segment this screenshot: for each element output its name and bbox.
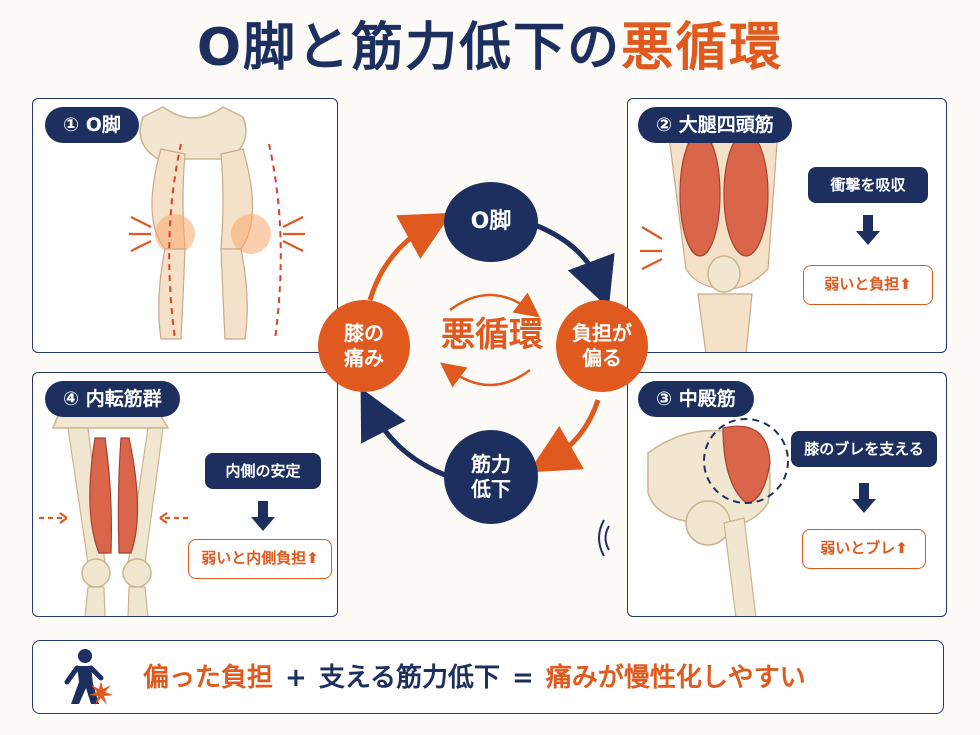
panel-label-o-legs: ① O脚 bbox=[45, 107, 139, 143]
panel-adductors: ④ 内転筋群 内側の安定 弱いと内側負担⬆ bbox=[32, 372, 338, 617]
panel-label-quadriceps: ② 大腿四頭筋 bbox=[638, 107, 792, 143]
callout-support-knee: 膝のブレを支える bbox=[791, 431, 937, 467]
left-shin bbox=[158, 248, 186, 340]
left-pressure-arrows bbox=[129, 216, 152, 252]
pelvis-bone bbox=[139, 106, 247, 160]
cycle-node-knee-pain: 膝の 痛み bbox=[318, 300, 410, 392]
knee-pain-burst-icon bbox=[89, 681, 113, 705]
panel-label-gluteus-medius: ③ 中殿筋 bbox=[638, 381, 754, 417]
quadriceps-muscle-right bbox=[723, 131, 769, 257]
title-accent: 悪循環 bbox=[621, 18, 784, 78]
cycle-node-muscle-decline: 筋力 低下 bbox=[444, 430, 538, 524]
formula-result: 痛みが慢性化しやすい bbox=[545, 663, 806, 693]
callout-shock-absorb: 衝撃を吸収 bbox=[808, 167, 928, 203]
gluteus-medius-muscle bbox=[722, 425, 771, 504]
cycle-arrow-icon bbox=[360, 387, 446, 478]
right-pressure-arrows bbox=[282, 216, 305, 252]
wobble-marks-icon bbox=[598, 519, 610, 557]
kneecap bbox=[707, 255, 741, 293]
result-weak-burden: 弱いと負担⬆ bbox=[803, 265, 933, 305]
panel-gluteus-medius: ③ 中殿筋 膝のブレを支える 弱いとブレ⬆ bbox=[627, 372, 947, 617]
lower-leg bbox=[697, 293, 753, 352]
cycle-arrows bbox=[360, 212, 615, 478]
femur bbox=[723, 517, 757, 616]
cycle-node-o-legs: O脚 bbox=[444, 182, 538, 262]
cycle-center-label: 悪循環 bbox=[441, 315, 543, 355]
down-arrow-icon bbox=[856, 215, 880, 245]
cycle-arrow-icon bbox=[528, 399, 601, 473]
cycle-node-uneven-load: 負担が 偏る bbox=[556, 300, 648, 392]
callout-inner-stability: 内側の安定 bbox=[205, 453, 321, 489]
right-alignment-line bbox=[268, 143, 282, 340]
right-shin bbox=[220, 248, 248, 340]
panel-label-adductors: ④ 内転筋群 bbox=[45, 381, 180, 417]
formula-equals: = bbox=[512, 663, 534, 693]
right-knee-glow bbox=[231, 214, 271, 254]
formula-term-muscle-decline: 支える筋力低下 bbox=[318, 663, 501, 693]
result-weak-wobble: 弱いとブレ⬆ bbox=[802, 529, 926, 569]
o-legs-illustration bbox=[129, 106, 305, 340]
left-alignment-line bbox=[168, 143, 182, 340]
result-weak-inner-burden: 弱いと内側負担⬆ bbox=[188, 539, 332, 579]
walking-person-icon bbox=[64, 649, 104, 704]
page-title: O脚と筋力低下の悪循環 bbox=[0, 8, 980, 88]
right-knee bbox=[122, 558, 152, 588]
down-arrow-icon bbox=[251, 501, 275, 531]
summary-bar: 偏った負担 + 支える筋力低下 = 痛みが慢性化しやすい bbox=[32, 640, 944, 714]
panel-o-legs: ① O脚 bbox=[32, 98, 338, 353]
left-shin bbox=[84, 586, 106, 616]
panel-quadriceps: ② 大腿四頭筋 衝撃を吸収 弱いと負担⬆ bbox=[627, 98, 947, 353]
cycle-arrow-icon bbox=[534, 222, 615, 309]
left-knee bbox=[81, 558, 111, 588]
title-main: O脚と筋力低下の bbox=[196, 18, 622, 78]
down-arrow-icon bbox=[852, 483, 876, 513]
adductor-muscle-right bbox=[117, 437, 139, 554]
adductor-muscle-left bbox=[89, 437, 112, 554]
left-knee-glow bbox=[155, 214, 195, 254]
formula-plus: + bbox=[285, 663, 307, 693]
right-shin bbox=[127, 586, 149, 616]
quadriceps-muscle-left bbox=[679, 131, 721, 257]
quadriceps-illustration bbox=[640, 128, 779, 352]
formula-term-uneven-load: 偏った負担 bbox=[143, 663, 274, 693]
gluteus-medius-illustration bbox=[647, 418, 789, 616]
cycle-arrow-icon bbox=[367, 212, 452, 301]
impact-arrows bbox=[640, 226, 663, 270]
summary-formula: 偏った負担 + 支える筋力低下 = 痛みが慢性化しやすい bbox=[143, 641, 806, 715]
muscle-highlight-ring bbox=[703, 418, 789, 504]
